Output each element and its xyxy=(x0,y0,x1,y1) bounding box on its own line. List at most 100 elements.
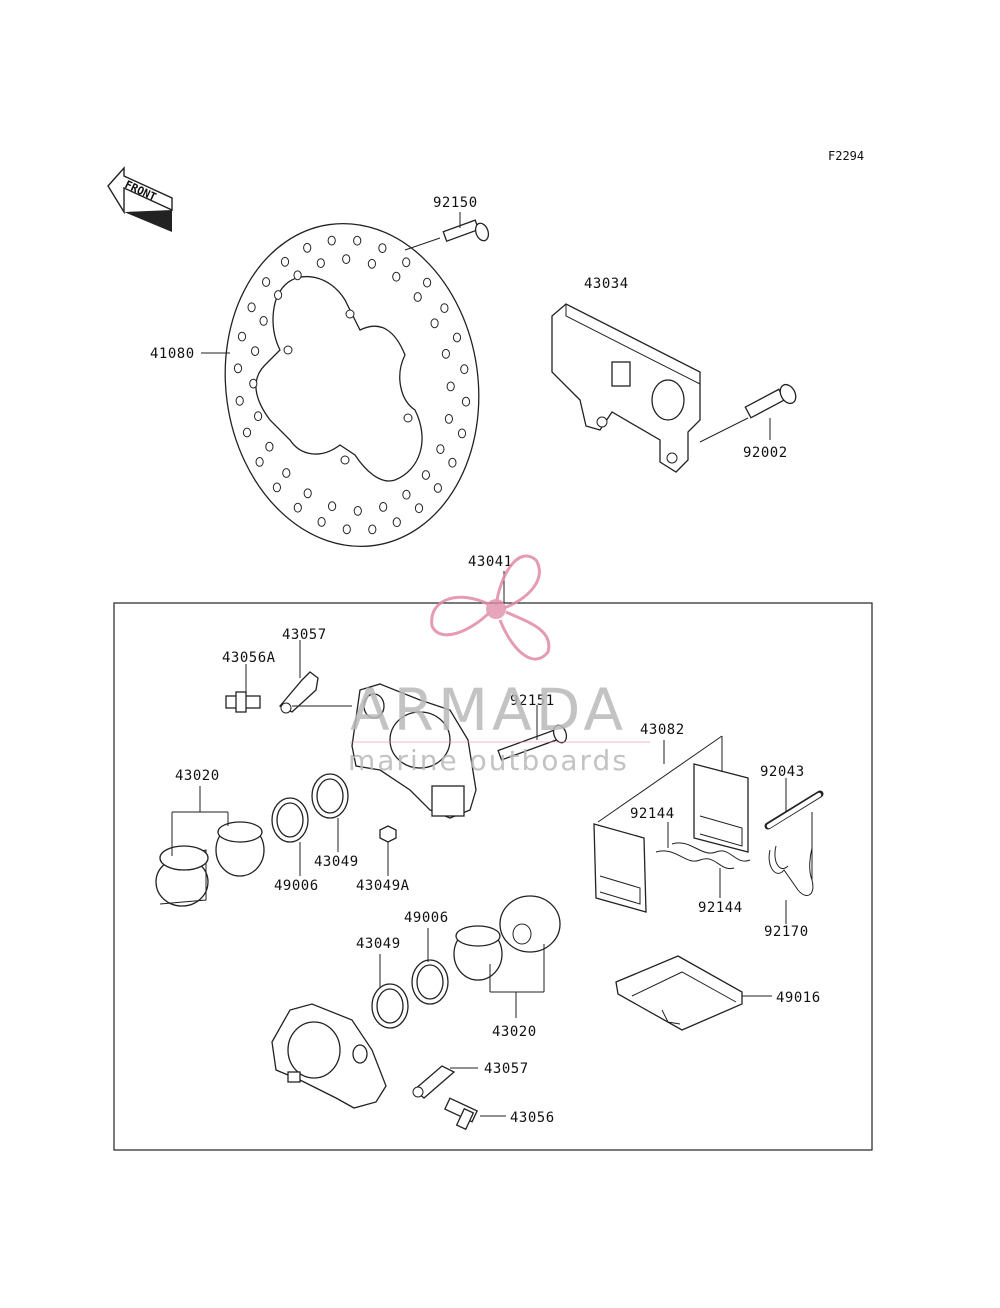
disc-vent-hole xyxy=(353,235,362,246)
disc-vent-hole xyxy=(303,488,312,499)
brake-pads xyxy=(593,735,749,913)
label-92043: 92043 xyxy=(760,764,805,780)
disc-vent-hole xyxy=(282,468,291,478)
label-92150: 92150 xyxy=(433,195,478,211)
disc-vent-hole xyxy=(303,242,312,253)
disc-bolt xyxy=(404,219,490,251)
label-49006-low: 49006 xyxy=(404,910,449,926)
label-43082: 43082 xyxy=(640,722,685,738)
disc-vent-hole xyxy=(293,270,302,281)
disc-vent-hole xyxy=(259,316,268,326)
disc-vent-hole xyxy=(255,457,264,467)
disc-vent-hole xyxy=(274,290,283,300)
piston-set-lower xyxy=(453,895,561,1018)
disc-vent-hole xyxy=(448,457,457,468)
propeller-logo-icon xyxy=(430,554,551,661)
disc-vent-hole xyxy=(460,364,469,375)
disc-vent-hole xyxy=(413,292,422,302)
disc-vent-hole xyxy=(457,428,467,439)
disc-vent-hole xyxy=(235,395,244,406)
label-92144-b: 92144 xyxy=(698,900,743,916)
disc-vent-hole xyxy=(433,483,442,493)
disc-vent-hole xyxy=(444,414,453,424)
disc-vent-hole xyxy=(249,378,258,389)
disc-vent-hole xyxy=(327,235,336,246)
label-43034: 43034 xyxy=(584,276,629,292)
bleeder-cap xyxy=(278,640,352,714)
label-43049-top: 43049 xyxy=(314,854,359,870)
label-43056: 43056 xyxy=(510,1110,555,1126)
disc-vent-hole xyxy=(414,503,424,514)
disc-vent-hole xyxy=(367,258,376,269)
disc-vent-hole xyxy=(392,271,401,282)
disc-vent-hole xyxy=(247,302,256,313)
label-43049-low: 43049 xyxy=(356,936,401,952)
bleeder-valve-lower xyxy=(444,1097,506,1131)
disc-vent-hole xyxy=(233,363,243,374)
disc-vent-hole xyxy=(441,348,450,359)
disc-vent-hole xyxy=(436,444,445,455)
disc-vent-hole xyxy=(461,396,471,407)
label-92151: 92151 xyxy=(510,693,555,709)
piston-seals-upper xyxy=(271,773,397,876)
front-arrow-icon: FRONT xyxy=(107,166,173,232)
watermark: ARMADA marine outboards xyxy=(348,554,650,777)
disc-vent-hole xyxy=(328,501,337,512)
pad-shim xyxy=(615,955,772,1031)
disc-vent-hole xyxy=(254,411,263,422)
disc-vent-hole xyxy=(317,517,326,527)
disc-vent-hole xyxy=(402,257,411,268)
bleeder-valve xyxy=(225,664,261,713)
label-41080: 41080 xyxy=(150,346,195,362)
label-43049A: 43049A xyxy=(356,878,410,894)
disc-vent-hole xyxy=(353,506,362,516)
disc-vent-hole xyxy=(446,381,455,392)
label-49016: 49016 xyxy=(776,990,821,1006)
label-92144-a: 92144 xyxy=(630,806,675,822)
pad-clip xyxy=(768,812,814,924)
caliper-bolt xyxy=(497,705,568,761)
disc-vent-hole xyxy=(379,502,388,512)
disc-vent-hole xyxy=(440,303,449,314)
brake-disc xyxy=(224,222,480,548)
disc-vent-hole xyxy=(452,332,462,343)
disc-vent-hole xyxy=(368,524,377,535)
piston-seals-lower xyxy=(371,928,449,1029)
label-43056A: 43056A xyxy=(222,650,276,666)
disc-vent-hole xyxy=(392,517,401,528)
disc-vent-hole xyxy=(251,346,260,357)
caliper-body-lower xyxy=(271,1003,387,1109)
disc-vent-hole xyxy=(280,256,290,267)
label-43020-low: 43020 xyxy=(492,1024,537,1040)
bleeder-cap-lower xyxy=(412,1065,478,1099)
disc-vent-hole xyxy=(402,489,411,500)
label-43057-top: 43057 xyxy=(282,627,327,643)
label-43057-low: 43057 xyxy=(484,1061,529,1077)
label-92170: 92170 xyxy=(764,924,809,940)
front-label: FRONT xyxy=(123,178,159,204)
label-92002: 92002 xyxy=(743,445,788,461)
watermark-tagline: marine outboards xyxy=(348,744,629,777)
label-43041: 43041 xyxy=(468,554,513,570)
piston-set-upper xyxy=(155,786,265,907)
disc-vent-hole xyxy=(237,331,247,342)
bracket-bolt xyxy=(699,383,797,443)
disc-vent-hole xyxy=(423,277,432,288)
disc-vent-hole xyxy=(430,318,439,329)
pad-springs xyxy=(655,822,751,898)
label-49006-top: 49006 xyxy=(274,878,319,894)
pad-pin xyxy=(764,778,824,830)
label-43020-top: 43020 xyxy=(175,768,220,784)
disc-vent-hole xyxy=(342,524,351,535)
disc-vent-hole xyxy=(342,254,351,265)
disc-vent-hole xyxy=(293,502,302,513)
disc-vent-hole xyxy=(265,441,274,452)
diagram-code: F2294 xyxy=(828,149,864,163)
disc-vent-hole xyxy=(272,482,281,493)
disc-vent-hole xyxy=(262,277,271,287)
disc-vent-hole xyxy=(378,243,387,254)
watermark-brand: ARMADA xyxy=(350,676,627,744)
disc-vent-hole xyxy=(242,427,252,438)
caliper-body xyxy=(351,683,477,819)
